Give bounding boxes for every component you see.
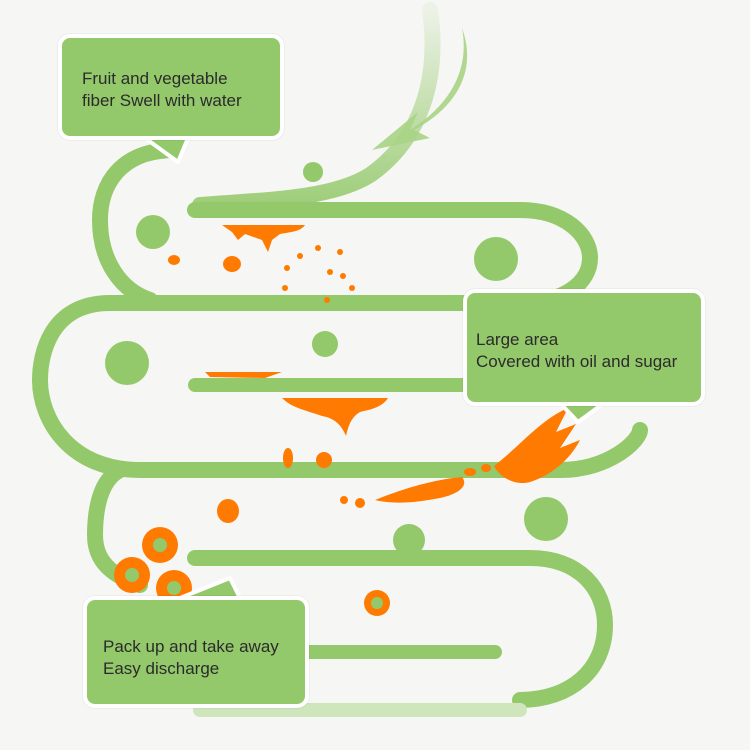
callout-discharge-line1: Pack up and take away [103, 637, 279, 656]
callout-fiber-line1: Fruit and vegetable [82, 69, 228, 88]
callout-discharge-line2: Easy discharge [103, 659, 220, 678]
callout-fiber: Fruit and vegetable fiber Swell with wat… [58, 34, 284, 140]
callout-area-line2: Covered with oil and sugar [476, 352, 678, 371]
callout-fiber-line2: fiber Swell with water [82, 91, 242, 110]
arrow-down-left-icon [372, 28, 468, 150]
callout-area: Large area Covered with oil and sugar [463, 289, 705, 406]
callout-area-line1: Large area [476, 330, 559, 349]
callout-discharge: Pack up and take away Easy discharge [83, 596, 309, 708]
fiber-in-oil [125, 538, 383, 609]
fiber-particles [105, 162, 568, 556]
entry-tube [192, 2, 441, 213]
